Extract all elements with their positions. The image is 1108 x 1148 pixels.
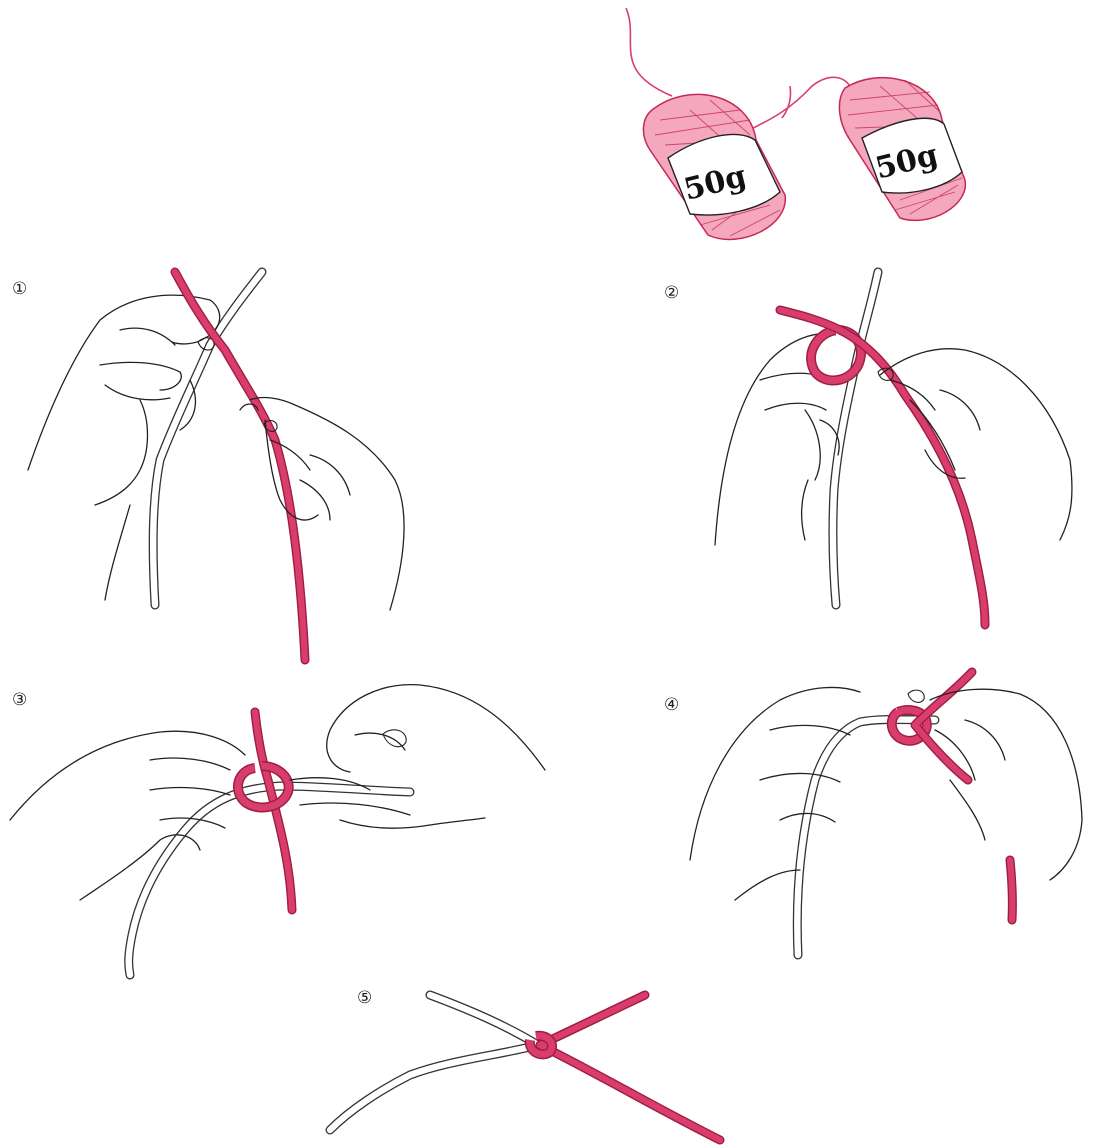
yarn-ball-left: 50g: [643, 94, 785, 239]
left-hand: [10, 731, 245, 900]
left-hand: [715, 334, 839, 545]
left-hand: [690, 687, 860, 900]
step-4: ④: [664, 672, 1082, 955]
yarn-ball-right: 50g: [839, 78, 965, 221]
step-1: ①: [12, 272, 404, 660]
step-number-5: ⑤: [357, 988, 372, 1008]
right-hand: [880, 349, 1072, 540]
yarn-balls: 50g 50g: [626, 8, 965, 239]
step-number-1: ①: [12, 279, 27, 299]
step-2: ②: [664, 272, 1072, 625]
step-number-3: ③: [12, 690, 27, 710]
left-hand: [28, 295, 220, 600]
right-hand: [290, 685, 545, 829]
step-number-4: ④: [664, 695, 679, 715]
right-hand: [240, 398, 404, 610]
step-5: ⑤: [330, 988, 720, 1140]
step-number-2: ②: [664, 283, 679, 303]
step-3: ③: [10, 685, 545, 975]
right-hand: [930, 689, 1082, 880]
